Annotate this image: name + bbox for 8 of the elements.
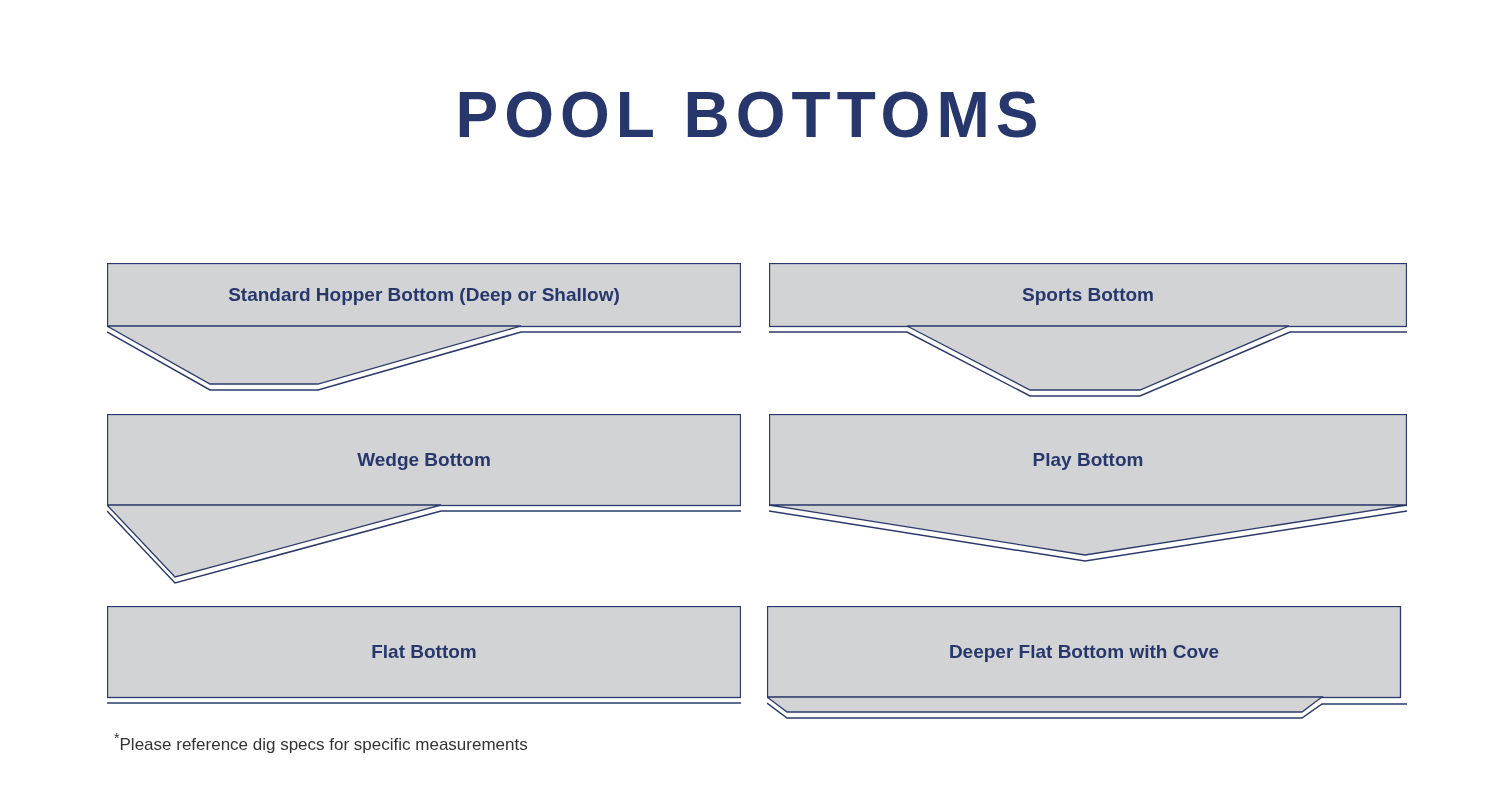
section-label: Deeper Flat Bottom with Cove xyxy=(948,640,1220,663)
section-label: Standard Hopper Bottom (Deep or Shallow) xyxy=(228,283,620,306)
section-label: Sports Bottom xyxy=(1022,283,1154,306)
section-label: Wedge Bottom xyxy=(357,448,491,471)
section-label: Flat Bottom xyxy=(371,640,477,663)
section-label: Play Bottom xyxy=(1032,448,1144,471)
title: POOL BOTTOMS xyxy=(455,78,1045,152)
footnote: $^{*}$Please reference dig specs for specific measurements xyxy=(114,730,528,755)
